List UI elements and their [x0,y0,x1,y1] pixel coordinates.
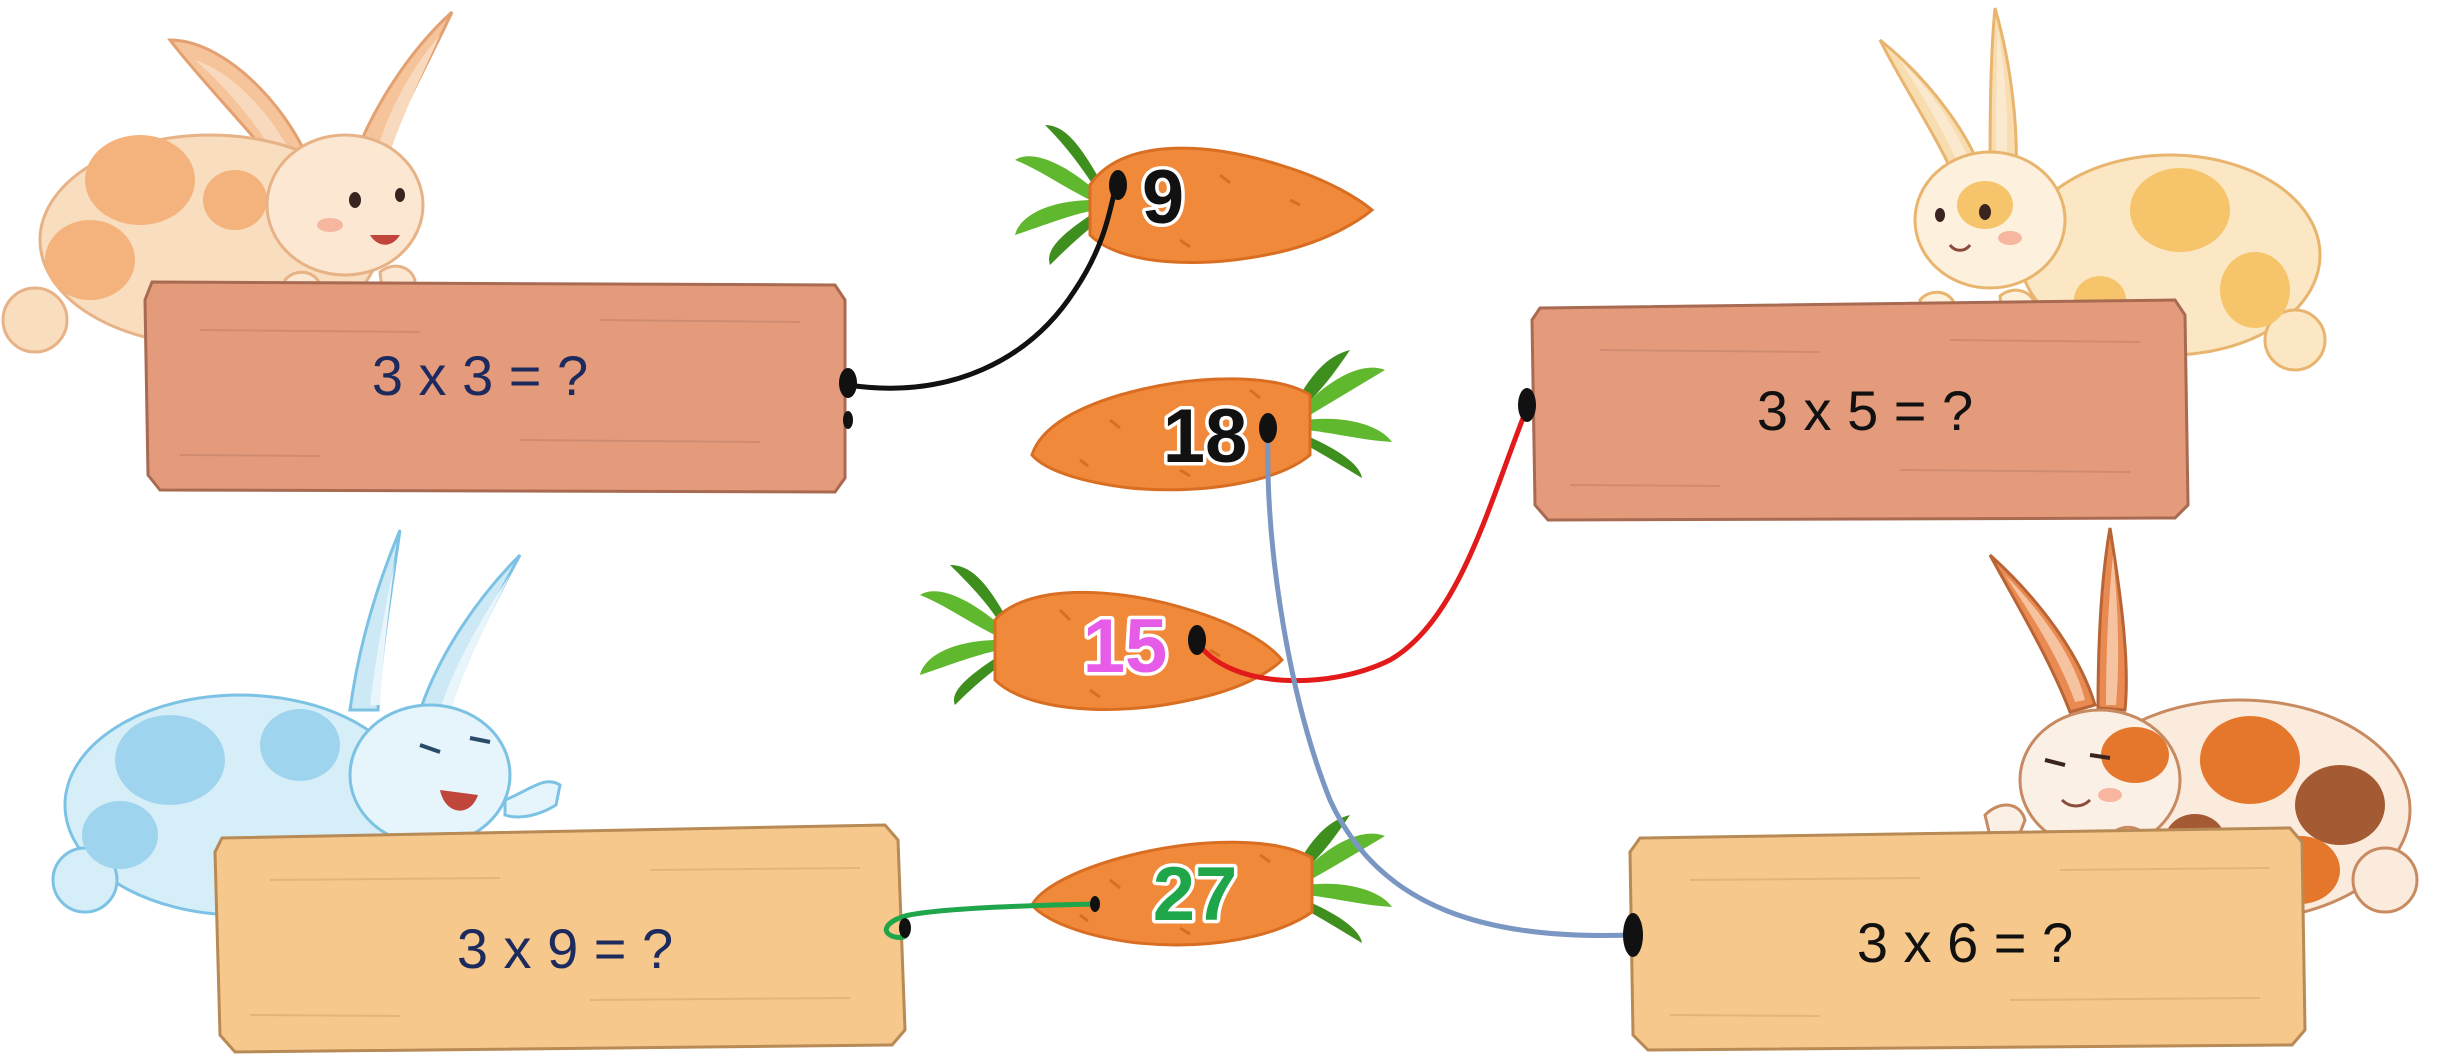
answer-number: 27 [1153,852,1238,937]
question-text: 3 x 3 = ? [372,344,588,407]
wooden-board [1628,826,2307,1052]
carrot-leaves [1015,125,1100,265]
connector-lines [847,184,1631,940]
question-card-3: 3 x 9 = ? [213,823,907,1054]
answer-number: 18 [1163,394,1248,479]
connector-line-3x5-to-15[interactable] [1194,407,1530,684]
connection-dot-answer-18[interactable] [1259,413,1277,443]
answer-number: 15 [1083,604,1168,689]
carrot-answer-4: 27 [1030,815,1392,947]
connection-dot-question-2[interactable] [1518,388,1536,422]
carrot-leaves [1300,350,1392,478]
connection-dot-answer-15[interactable] [1188,625,1206,655]
connection-dot-question-3[interactable] [899,918,911,938]
wooden-board [213,823,907,1054]
connection-dot-answer-9[interactable] [1109,170,1127,200]
answer-number: 9 [1142,155,1184,240]
carrot-leaves [1300,815,1392,943]
rabbit-illustration-top-left [1,10,454,354]
carrot-body [993,590,1285,711]
carrot-leaves [920,565,1005,705]
wooden-board [143,280,847,494]
connection-dot-question-1-secondary [843,411,853,429]
connection-dot-question-4[interactable] [1623,913,1643,957]
carrot-answer-2: 18 [1030,350,1392,492]
question-text: 3 x 5 = ? [1757,379,1973,442]
connection-dot-answer-27[interactable] [1090,896,1100,912]
connector-line-3x6-to-18[interactable] [1265,431,1631,938]
question-card-1: 3 x 3 = ? [143,280,847,494]
carrot-answer-3: 15 [920,565,1285,711]
question-card-2: 3 x 5 = ? [1530,298,2190,522]
connector-line-3x3-to-9[interactable] [847,184,1119,391]
question-card-4: 3 x 6 = ? [1628,826,2307,1052]
connection-dots [839,170,1643,957]
question-text: 3 x 9 = ? [457,917,673,980]
wooden-board [1530,298,2190,522]
rabbit-illustration-bottom-right [1983,527,2419,922]
carrot-body [1088,146,1375,264]
question-text: 3 x 6 = ? [1857,911,2073,974]
connection-dot-question-1[interactable] [839,368,857,398]
carrot-answer-1: 9 [1015,125,1375,265]
carrot-body [1030,377,1312,492]
